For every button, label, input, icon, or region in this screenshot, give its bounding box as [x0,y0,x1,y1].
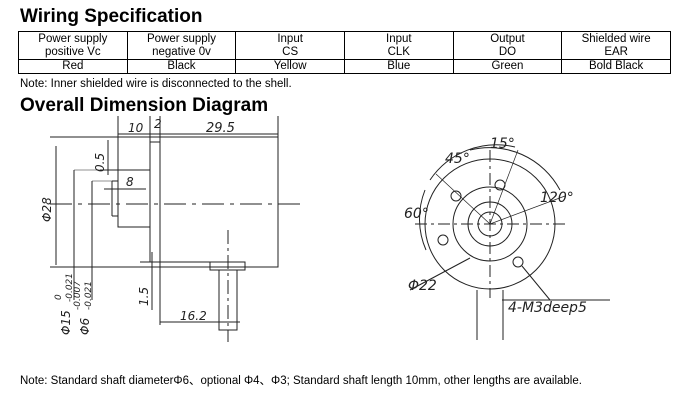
side-view-drawing [50,116,300,342]
wiring-note: Note: Inner shielded wire is disconnecte… [20,78,292,90]
front-view-labels: 15° 45° 60° 120° Φ22 4-M3deep5 [404,136,587,316]
front-boss [117,169,151,228]
wire-color-cell: Blue [343,59,454,74]
angle-label-60: 60° [404,206,429,222]
wire-color-cell: Green [452,59,563,74]
front-view-drawing [409,144,610,340]
angle-leader [489,195,566,225]
wire-color-cell: Black [126,59,237,74]
phi22-leader [409,257,471,291]
angle-arc-120 [469,147,561,191]
mounting-hole [512,256,524,268]
dim-label-29-5: 29.5 [206,121,235,136]
dim-label-0-5: 0.5 [93,153,107,172]
front-flange [149,141,161,263]
dim-label-8: 8 [126,175,134,189]
dim-label-phi6: Φ6 [78,318,92,335]
phi15-tolerance-lower: -0.021 [65,273,75,302]
dimension-diagram-title: Overall Dimension Diagram [20,95,269,116]
wire-color-cell: Bold Black [561,59,671,74]
angle-label-45: 45° [445,151,470,167]
phi15-tolerance-upper: 0 [54,294,64,300]
wire-color-cell: Yellow [235,59,345,74]
wiring-spec-title: Wiring Specification [20,6,203,27]
dim-label-2: 2 [154,117,162,131]
angle-label-15: 15° [490,136,515,152]
dim-label-phi15: Φ15 [59,310,73,335]
wiring-color-row: Red Black Yellow Blue Green Bold Black [18,59,671,74]
dim-label-10: 10 [128,121,144,135]
phi22-label: Φ22 [408,278,437,294]
mounting-holes-label: 4-M3deep5 [508,300,587,316]
side-view-labels: 10 2 29.5 0.5 8 Φ28 Φ15 0 -0.021 Φ6 -0.0… [40,117,235,335]
holes-leader [521,265,551,301]
encoder-body-outline [159,136,279,268]
dim-label-1-5: 1.5 [137,287,151,306]
shaft-note: Note: Standard shaft diameterΦ6、optional… [20,375,582,387]
dim-label-16-2: 16.2 [180,309,207,323]
phi6-tolerance-upper: -0.007 [73,281,83,310]
angle-leader [489,149,519,225]
angle-label-120: 120° [540,190,574,206]
angle-arc-45 [429,144,516,181]
dim-label-phi28: Φ28 [40,197,54,222]
angle-arc-60 [419,189,427,251]
wire-color-cell: Red [18,59,128,74]
mounting-hole [437,234,449,246]
mounting-hole [450,190,462,202]
angle-leader [435,173,491,225]
phi6-tolerance-lower: -0.021 [84,281,94,310]
